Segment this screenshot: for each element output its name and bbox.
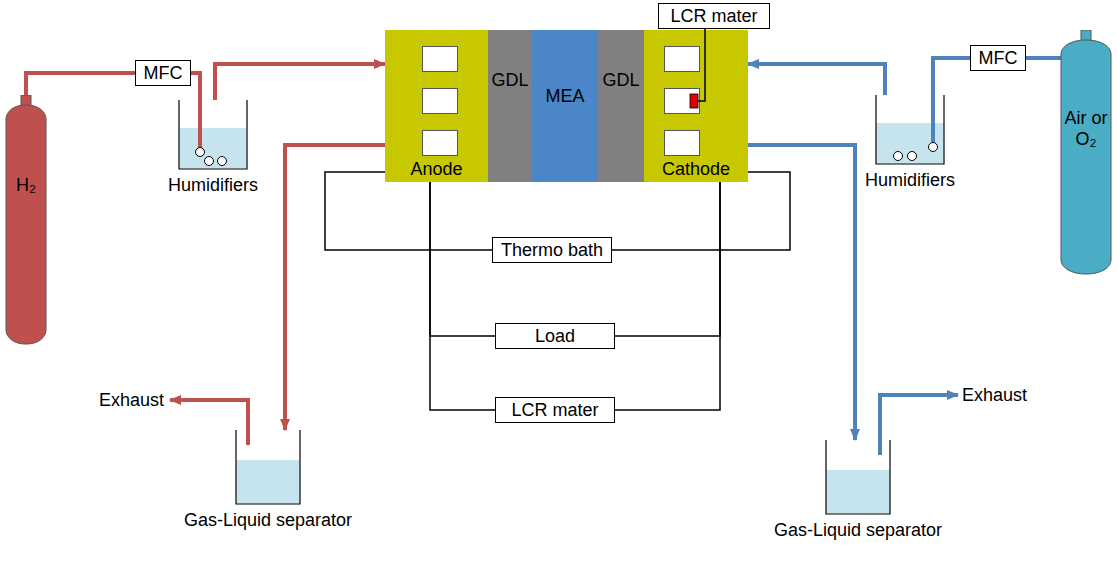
wire <box>430 182 495 410</box>
vessel-wall <box>826 440 890 514</box>
load-label: Load <box>535 326 575 347</box>
gas-diffusion-layer-label: GDL <box>602 70 639 91</box>
load: Load <box>495 323 615 349</box>
air-oxygen-cylinder-label: Air or O₂ <box>1064 108 1108 149</box>
gas-tube <box>198 100 202 148</box>
sensor-probe <box>690 94 698 108</box>
gas-line <box>215 64 385 100</box>
exhaust-label: Exhaust <box>962 385 1027 406</box>
vessel <box>825 440 891 515</box>
vessel-wall <box>179 100 247 169</box>
cathode-plate-label: Cathode <box>644 159 748 180</box>
hydrogen-cylinder-label: H₂ <box>6 175 46 196</box>
wire <box>615 182 720 336</box>
mass-flow-controller-label: MFC <box>979 48 1018 69</box>
mass-flow-controller-label: MFC <box>144 63 183 84</box>
cylinder-shape <box>5 95 47 345</box>
gas-diffusion-layer: GDL <box>598 30 644 182</box>
humidifier: Humidifiers <box>863 95 957 191</box>
gas-liquid-separator-label: Gas-Liquid separator <box>772 520 944 541</box>
cylinder-body <box>1061 40 1111 274</box>
thermo-bath-label: Thermo bath <box>501 240 603 261</box>
vessel-wall <box>236 430 300 504</box>
lcr-meter: LCR mater <box>658 3 770 29</box>
gas-diffusion-layer-label: GDL <box>491 70 528 91</box>
lcr-meter: LCR mater <box>495 397 615 423</box>
cylinder-body <box>6 105 46 344</box>
bubble <box>218 157 227 166</box>
wire <box>430 182 495 336</box>
gas-diffusion-layer: GDL <box>488 30 532 182</box>
mass-flow-controller: MFC <box>970 45 1026 71</box>
gas-line <box>748 64 885 95</box>
bubble <box>196 148 205 157</box>
lcr-meter-label: LCR mater <box>511 400 598 421</box>
gas-liquid-separator: Gas-Liquid separator <box>772 440 944 541</box>
bubble <box>929 143 938 152</box>
vessel <box>875 95 945 165</box>
gas-channel <box>664 46 700 72</box>
thermo-bath: Thermo bath <box>492 237 612 263</box>
membrane-electrode-assembly: MEA <box>532 30 598 182</box>
gas-line <box>933 58 970 95</box>
gas-line <box>191 73 200 100</box>
humidifier: Humidifiers <box>166 100 260 196</box>
mass-flow-controller: MFC <box>135 60 191 86</box>
bubble <box>894 152 903 161</box>
gas-channel <box>422 88 458 114</box>
sensor-wire <box>698 30 705 101</box>
hydrogen-cylinder: H₂ <box>5 95 47 345</box>
water <box>237 460 300 504</box>
lcr-meter-label: LCR mater <box>670 6 757 27</box>
gas-channel <box>422 46 458 72</box>
sensor <box>644 30 748 182</box>
gas-line <box>26 73 135 95</box>
membrane-electrode-assembly-label: MEA <box>545 86 584 107</box>
exhaust-label: Exhaust <box>99 390 164 411</box>
gas-liquid-separator: Gas-Liquid separator <box>182 430 354 531</box>
vessel <box>178 100 248 170</box>
vessel <box>235 430 301 505</box>
gas-line <box>748 145 855 440</box>
humidifier-label: Humidifiers <box>863 170 957 191</box>
gas-line <box>285 145 385 430</box>
gas-tube <box>931 95 935 143</box>
water <box>827 470 890 514</box>
vessel-wall <box>876 95 944 164</box>
gas-channel <box>664 130 700 156</box>
cathode-plate: Cathode <box>644 30 748 182</box>
wire <box>325 172 492 250</box>
anode-plate: Anode <box>385 30 488 182</box>
bubble <box>205 157 214 166</box>
wire <box>612 172 790 250</box>
air-oxygen-cylinder: Air or O₂ <box>1060 30 1112 275</box>
humidifier-label: Humidifiers <box>166 175 260 196</box>
gas-channel <box>422 130 458 156</box>
wire <box>615 182 720 410</box>
bubble <box>908 152 917 161</box>
gas-liquid-separator-label: Gas-Liquid separator <box>182 510 354 531</box>
cylinder-shape <box>1060 30 1112 275</box>
exhaust-pipe <box>880 395 958 455</box>
anode-plate-label: Anode <box>385 159 488 180</box>
water <box>180 128 247 169</box>
